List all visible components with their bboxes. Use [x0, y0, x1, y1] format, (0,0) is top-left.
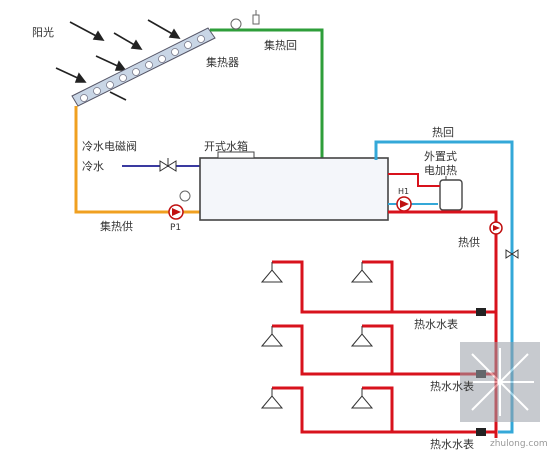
shower-head-icon: [350, 326, 374, 347]
solar-collector: [71, 27, 216, 107]
solenoid-valve-icon: [159, 158, 177, 172]
shower-head-icons: [260, 262, 374, 409]
water-meter-icon: [476, 308, 486, 316]
collector-return-pipe: [210, 28, 324, 158]
shower-head-icon: [350, 388, 374, 409]
label-cold-water-valve: 冷水电磁阀: [82, 139, 137, 153]
hot-return-pipe: [374, 140, 514, 434]
branch-pipe-3b: [362, 386, 394, 432]
label-cold-water: 冷水: [82, 160, 104, 173]
label-collector-supply: 集热供: [100, 219, 133, 233]
supply-pump-icon: [489, 221, 503, 235]
return-valve-icon: [505, 249, 519, 259]
water-meter-icon: [476, 428, 486, 436]
shower-head-icon: [260, 388, 284, 409]
label-collector-return: 集热回: [264, 38, 297, 52]
heater-connection-pipe: [388, 173, 440, 187]
label-heat-return: 热回: [432, 126, 454, 139]
watermark-text: zhulong.com: [490, 439, 548, 449]
branch-pipe-1: [272, 260, 496, 314]
watermark-logo: [460, 342, 540, 422]
branch-pipe-2b: [362, 324, 394, 374]
branch-pipe-2: [272, 324, 496, 376]
collector-supply-pipe: [74, 106, 200, 214]
air-vent-icon: [252, 10, 260, 25]
label-heater-line2: 电加热: [424, 164, 457, 177]
open-water-tank: [179, 151, 389, 221]
sun-ray-arrows: [55, 19, 181, 101]
label-sunlight: 阳光: [32, 25, 54, 39]
label-meter-2: 热水水表: [430, 379, 474, 393]
label-heat-supply: 热供: [458, 235, 480, 249]
label-pump-p1: P1: [170, 223, 181, 233]
pump-h1-icon: [396, 196, 412, 212]
shower-head-icon: [260, 262, 284, 283]
branch-pipe-1b: [362, 260, 394, 312]
tank-sensor-icon: [179, 190, 191, 202]
temperature-sensor-icon: [230, 18, 242, 30]
external-electric-heater: [439, 176, 463, 211]
label-collector: 集热器: [206, 55, 239, 69]
label-open-tank: 开式水箱: [204, 139, 248, 153]
branch-pipe-3: [272, 386, 496, 434]
label-heater-line1: 外置式: [424, 150, 457, 163]
pump-p1-icon: [168, 204, 184, 220]
label-meter-1: 热水水表: [414, 317, 458, 331]
label-meter-3: 热水水表: [430, 437, 474, 451]
shower-head-icon: [350, 262, 374, 283]
shower-head-icon: [260, 326, 284, 347]
label-pump-h1: H1: [398, 187, 409, 196]
